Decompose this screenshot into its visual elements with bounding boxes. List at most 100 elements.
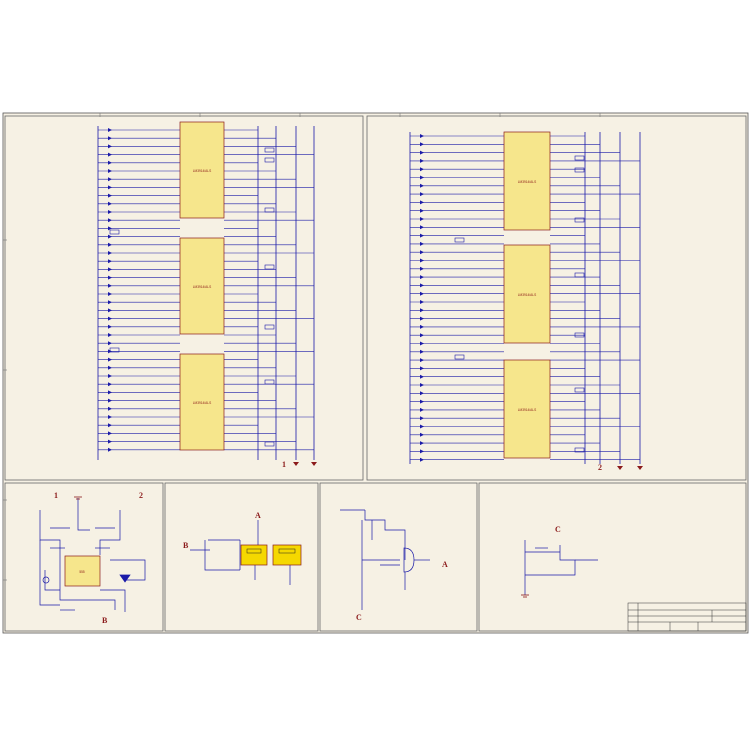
resistor-icon	[264, 264, 275, 270]
upper-right-circuit: LM3914/ALS LM3914/ALS LM3914/ALS 2	[409, 131, 643, 472]
resistor-icon	[454, 354, 465, 360]
led-diode-icon	[420, 449, 424, 454]
led-diode-icon	[108, 324, 112, 329]
output-label-c: C	[555, 525, 561, 534]
led-diode-icon	[420, 225, 424, 230]
ground-symbol	[74, 496, 82, 500]
led-diode-icon	[108, 201, 112, 206]
ic-led-matrix-3: LM3914/ALS	[179, 353, 225, 451]
led-diode-icon	[108, 169, 112, 173]
led-diode-icon	[108, 292, 112, 296]
led-diode-icon	[420, 324, 424, 329]
resistor-icon	[264, 441, 275, 447]
led-diode-icon	[108, 415, 112, 419]
led-diode-icon	[420, 150, 424, 155]
resistor-icon	[574, 387, 585, 393]
resistor-icon	[264, 147, 275, 153]
panel-switch	[319, 482, 478, 632]
led-diode-icon	[420, 341, 424, 346]
ic-part-label: LM3914/ALS	[518, 408, 536, 412]
led-diode-icon	[420, 416, 424, 421]
led-diode-icon	[108, 365, 112, 370]
ic-led-matrix-4: LM3914/ALS	[503, 131, 551, 231]
connector-header-1	[240, 544, 268, 566]
resistor-icon	[264, 324, 275, 330]
led-diode-icon	[108, 398, 112, 403]
ic-part-label: LM3914/ALS	[193, 401, 211, 405]
timer-label-2: 2	[139, 491, 143, 500]
input-circuit	[190, 520, 291, 585]
title-block	[627, 602, 747, 632]
input-label-a: A	[255, 511, 261, 520]
ic-led-matrix-2: LM3914/ALS	[179, 237, 225, 335]
ic-part-label: LM3914/ALS	[518, 293, 536, 297]
led-diode-icon	[108, 374, 112, 378]
led-diode-icon	[420, 300, 424, 304]
led-diode-icon	[420, 424, 424, 429]
led-diode-icon	[108, 357, 112, 362]
timer-circuit	[39, 498, 146, 612]
led-diode-icon	[420, 241, 424, 246]
led-diode-icon	[420, 333, 424, 338]
led-diode-icon	[420, 291, 424, 296]
resistor-icon	[574, 332, 585, 338]
led-diode-icon	[420, 233, 424, 238]
led-diode-icon	[108, 390, 112, 395]
resistor-icon	[574, 447, 585, 453]
led-diode-icon	[108, 160, 112, 165]
led-diode-icon	[108, 136, 112, 141]
led-diode-icon	[108, 283, 112, 288]
led-diode-icon	[420, 266, 424, 271]
led-diode-icon	[108, 210, 112, 214]
resistor-icon	[574, 272, 585, 278]
led-diode-icon	[108, 431, 112, 436]
led-diode-icon	[108, 218, 112, 223]
ground-icon	[617, 466, 623, 470]
led-diode-icon	[108, 128, 112, 132]
led-diode-icon	[420, 358, 424, 363]
led-diode-icon	[108, 341, 112, 346]
panel-upper-left	[4, 115, 364, 481]
led-diode-icon	[420, 217, 424, 221]
led-diode-icon	[108, 251, 112, 255]
led-diode-icon	[108, 439, 112, 444]
led-diode-icon	[420, 374, 424, 379]
resistor-icon	[264, 379, 275, 385]
led-diode-icon	[420, 183, 424, 188]
panel-output	[478, 482, 747, 632]
resistor-icon	[454, 237, 465, 243]
led-diode-icon	[420, 175, 424, 180]
led-diode-icon	[420, 258, 424, 263]
led-diode-icon	[420, 308, 424, 313]
led-diode-icon	[108, 316, 112, 321]
switch-circuit	[340, 509, 430, 610]
led-diode-icon	[420, 142, 424, 147]
ground-symbol	[521, 594, 529, 598]
led-diode-icon	[108, 275, 112, 280]
led-diode-icon	[108, 234, 112, 239]
led-diode-icon	[420, 383, 424, 387]
panel-timer	[4, 482, 164, 632]
led-diode-icon	[420, 275, 424, 280]
output-circuit	[524, 540, 598, 595]
connector-header-2	[272, 544, 302, 566]
led-diode-icon	[108, 308, 112, 313]
led-diode-icon	[108, 242, 112, 247]
led-diode-icon	[420, 283, 424, 288]
led-diode-icon	[420, 349, 424, 354]
led-diode-icon	[108, 177, 112, 182]
resistor-icon	[574, 217, 585, 223]
ic-part-label: LM3914/ALS	[518, 180, 536, 184]
ic-555-timer: 555	[64, 555, 101, 587]
panel-upper-right	[366, 115, 747, 481]
led-diode-icon	[420, 250, 424, 255]
led-diode-icon	[108, 423, 112, 428]
upper-left-wiring	[97, 126, 317, 466]
led-diode-icon	[108, 226, 112, 231]
led-diode-icon	[108, 267, 112, 272]
led-diode-icon	[420, 134, 424, 138]
led-diode-icon	[420, 316, 424, 321]
input-label-b: B	[183, 541, 189, 550]
led-diode-icon	[420, 366, 424, 371]
